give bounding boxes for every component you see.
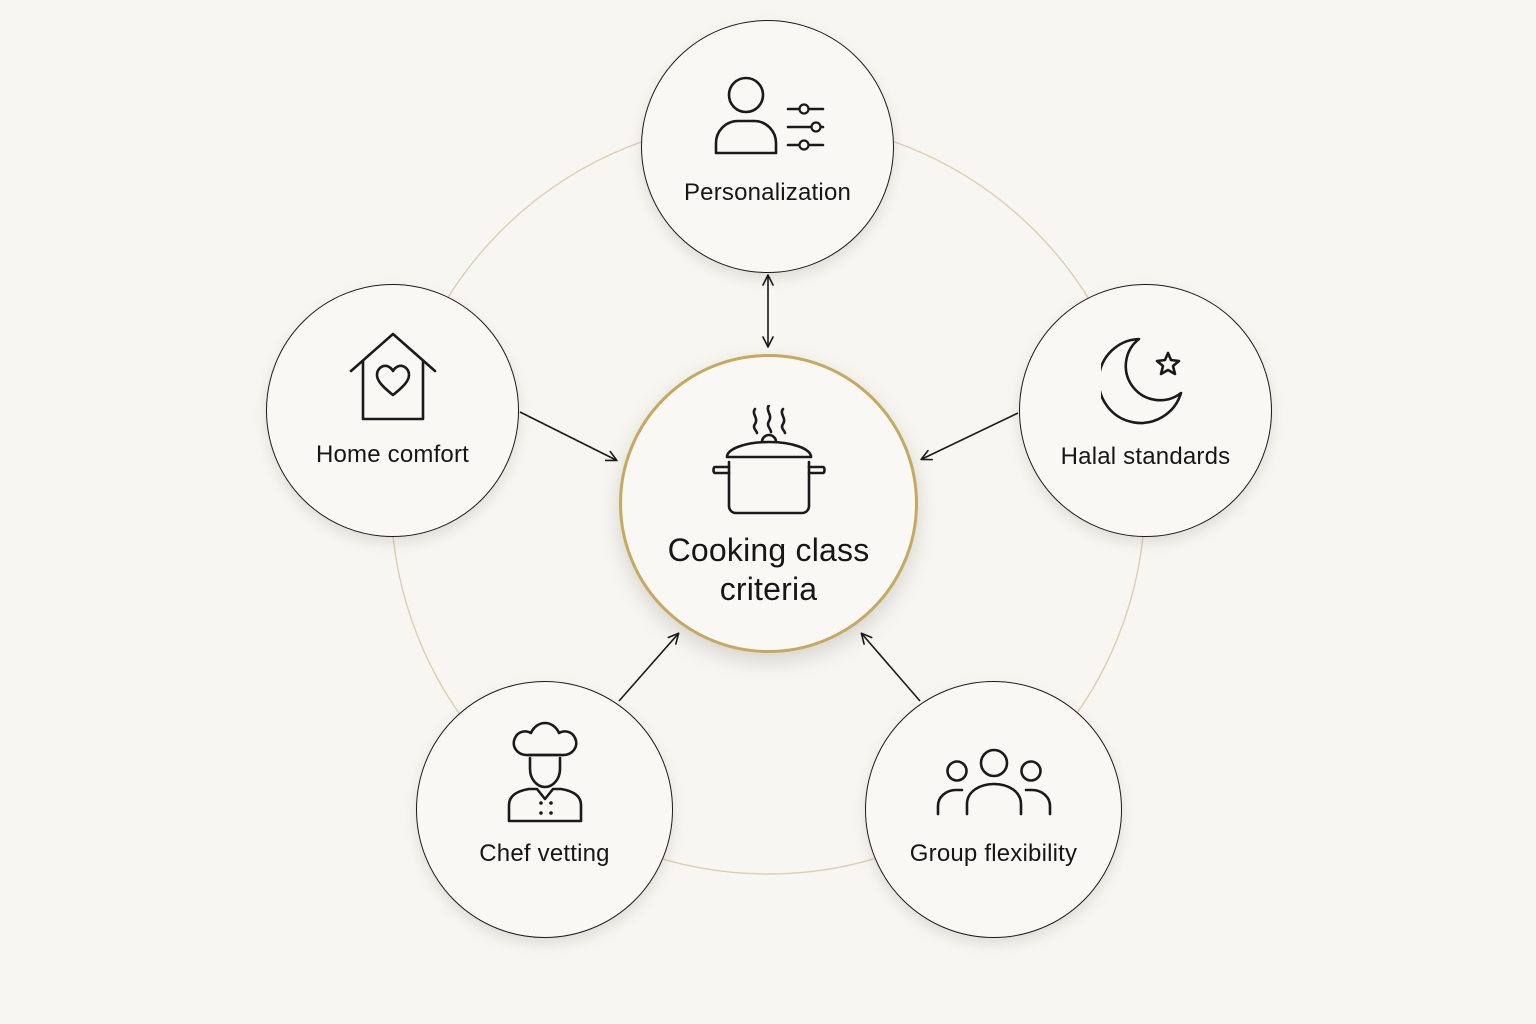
- cooking-pot-icon: [711, 403, 827, 522]
- node-label: Personalization: [683, 179, 852, 206]
- node-label: Chef vetting: [479, 840, 610, 867]
- node-center: Cooking class criteria: [619, 354, 918, 653]
- node-chef-vetting: Chef vetting: [416, 681, 673, 938]
- center-label: Cooking class criteria: [667, 532, 870, 607]
- crescent-star-icon: [1096, 335, 1191, 432]
- node-halal-standards: Halal standards: [1019, 284, 1272, 537]
- node-label: Home comfort: [315, 441, 470, 468]
- node-group-flexibility: Group flexibility: [865, 681, 1122, 938]
- node-personalization: Personalization: [641, 20, 894, 273]
- arrow-group-flexibility: [860, 632, 921, 702]
- arrow-halal-standards: [920, 412, 1019, 461]
- arrow-home-comfort: [519, 411, 618, 462]
- arrow-chef-vetting: [618, 632, 680, 702]
- node-label: Halal standards: [1060, 443, 1231, 470]
- node-home-comfort: Home comfort: [266, 284, 519, 537]
- node-label: Group flexibility: [909, 840, 1078, 867]
- chef-icon: [505, 721, 585, 828]
- house-heart-icon: [347, 330, 439, 427]
- user-settings-icon: [708, 73, 828, 162]
- group-icon: [936, 746, 1052, 823]
